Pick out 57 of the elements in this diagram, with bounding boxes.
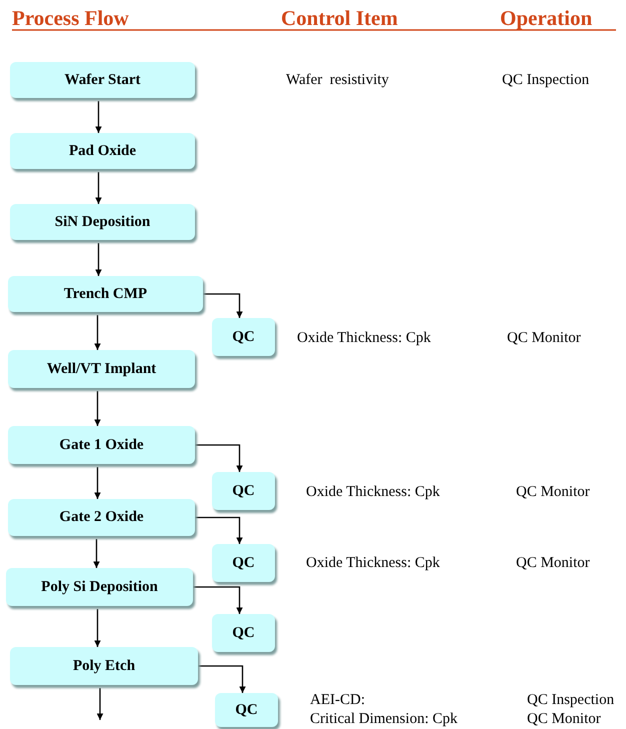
table-text: QC Monitor bbox=[527, 711, 601, 728]
table-text: Wafer resistivity bbox=[286, 72, 389, 89]
arrow bbox=[94, 391, 101, 426]
step-label: Trench CMP bbox=[64, 286, 148, 302]
step-label: SiN Deposition bbox=[54, 214, 150, 230]
arrow bbox=[95, 101, 102, 133]
step-label: Wafer Start bbox=[64, 72, 140, 88]
table-text: Oxide Thickness: Cpk bbox=[306, 484, 440, 501]
process-step-box bbox=[10, 62, 195, 98]
process-step-box bbox=[10, 133, 195, 169]
table-text: QC Monitor bbox=[507, 330, 581, 347]
table-text: AEI-CD: bbox=[310, 692, 365, 709]
process-step-box bbox=[6, 568, 193, 606]
step-label: QC bbox=[232, 554, 255, 572]
step-label: QC bbox=[232, 482, 255, 500]
process-step-box bbox=[8, 499, 195, 536]
arrow bbox=[94, 315, 101, 350]
arrow bbox=[94, 467, 101, 499]
process-step-box bbox=[212, 544, 275, 582]
arrow bbox=[195, 516, 243, 544]
process-step-box bbox=[212, 318, 275, 356]
column-heading: Operation bbox=[500, 6, 592, 31]
step-label: QC bbox=[232, 328, 255, 346]
process-step-box bbox=[8, 350, 195, 388]
table-text: QC Monitor bbox=[516, 555, 590, 572]
process-step-box bbox=[8, 276, 203, 312]
step-label: Gate 2 Oxide bbox=[59, 509, 144, 526]
arrow bbox=[96, 688, 104, 720]
step-label: Gate 1 Oxide bbox=[59, 436, 144, 454]
process-step-box bbox=[212, 472, 275, 510]
arrow bbox=[93, 539, 100, 568]
process-step-box bbox=[215, 693, 278, 727]
column-heading: Process Flow bbox=[12, 6, 129, 31]
table-text: QC Monitor bbox=[516, 484, 590, 501]
arrow bbox=[195, 444, 243, 472]
step-label: QC bbox=[232, 624, 255, 642]
column-heading: Control Item bbox=[281, 6, 398, 31]
step-label: Well/VT Implant bbox=[46, 360, 156, 378]
process-step-box bbox=[212, 614, 275, 652]
process-step-box bbox=[10, 204, 195, 240]
table-text: Oxide Thickness: Cpk bbox=[306, 555, 440, 572]
step-label: Poly Etch bbox=[72, 658, 136, 674]
table-text: Oxide Thickness: Cpk bbox=[297, 330, 431, 347]
arrow bbox=[95, 172, 102, 204]
step-label: QC bbox=[235, 702, 258, 718]
process-step-box bbox=[8, 426, 195, 464]
step-label: Poly Si Deposition bbox=[41, 578, 158, 596]
arrow bbox=[203, 293, 243, 318]
table-text: QC Inspection bbox=[527, 692, 614, 709]
process-step-box bbox=[10, 647, 198, 685]
arrow bbox=[95, 243, 102, 276]
table-text: QC Inspection bbox=[502, 72, 590, 89]
step-label: Pad Oxide bbox=[68, 142, 136, 160]
arrow bbox=[94, 609, 101, 647]
table-text: Critical Dimension: Cpk bbox=[310, 711, 458, 728]
arrow bbox=[193, 586, 243, 614]
arrow bbox=[198, 665, 246, 693]
